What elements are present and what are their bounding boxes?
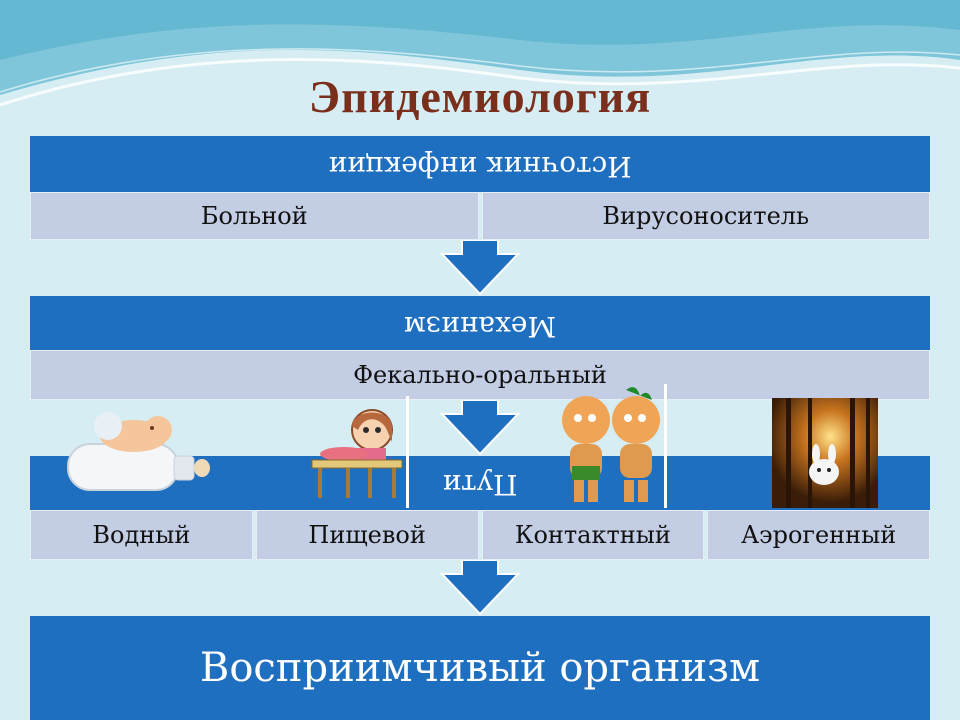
route-item-water: Водный — [30, 510, 253, 560]
girl-at-table-image — [311, 409, 403, 498]
source-items-row: Больной Вирусоноситель — [30, 192, 930, 240]
routes-items-row: Водный Пищевой Контактный Аэрогенный — [30, 510, 930, 560]
mechanism-header-label: Механизм — [403, 310, 557, 343]
route-item-contact: Контактный — [481, 510, 705, 560]
baby-with-bottle-image — [67, 412, 210, 491]
mechanism-items-row: Фекально-оральный — [30, 350, 930, 400]
page-title: Эпидемиология — [308, 71, 652, 122]
down-arrow-2-icon — [440, 400, 520, 456]
susceptible-organism-box: Восприимчивый организм — [30, 616, 930, 720]
source-header-band: Источник инфекции — [30, 136, 930, 192]
source-item-patient: Больной — [30, 192, 479, 240]
forest-with-rabbit-image — [772, 398, 878, 508]
mechanism-header-band: Механизм — [30, 296, 930, 350]
route-item-airborne: Аэрогенный — [707, 510, 930, 560]
source-header-label: Источник инфекции — [328, 150, 632, 183]
route-item-food: Пищевой — [255, 510, 479, 560]
two-kids-hugging-image — [562, 384, 667, 508]
down-arrow-3-icon — [440, 560, 520, 616]
source-item-carrier: Вирусоноситель — [481, 192, 930, 240]
down-arrow-1-icon — [440, 240, 520, 296]
header-wave-decoration — [0, 0, 960, 107]
divider-line-left — [406, 396, 409, 508]
mechanism-item-fecal-oral: Фекально-оральный — [30, 350, 930, 400]
